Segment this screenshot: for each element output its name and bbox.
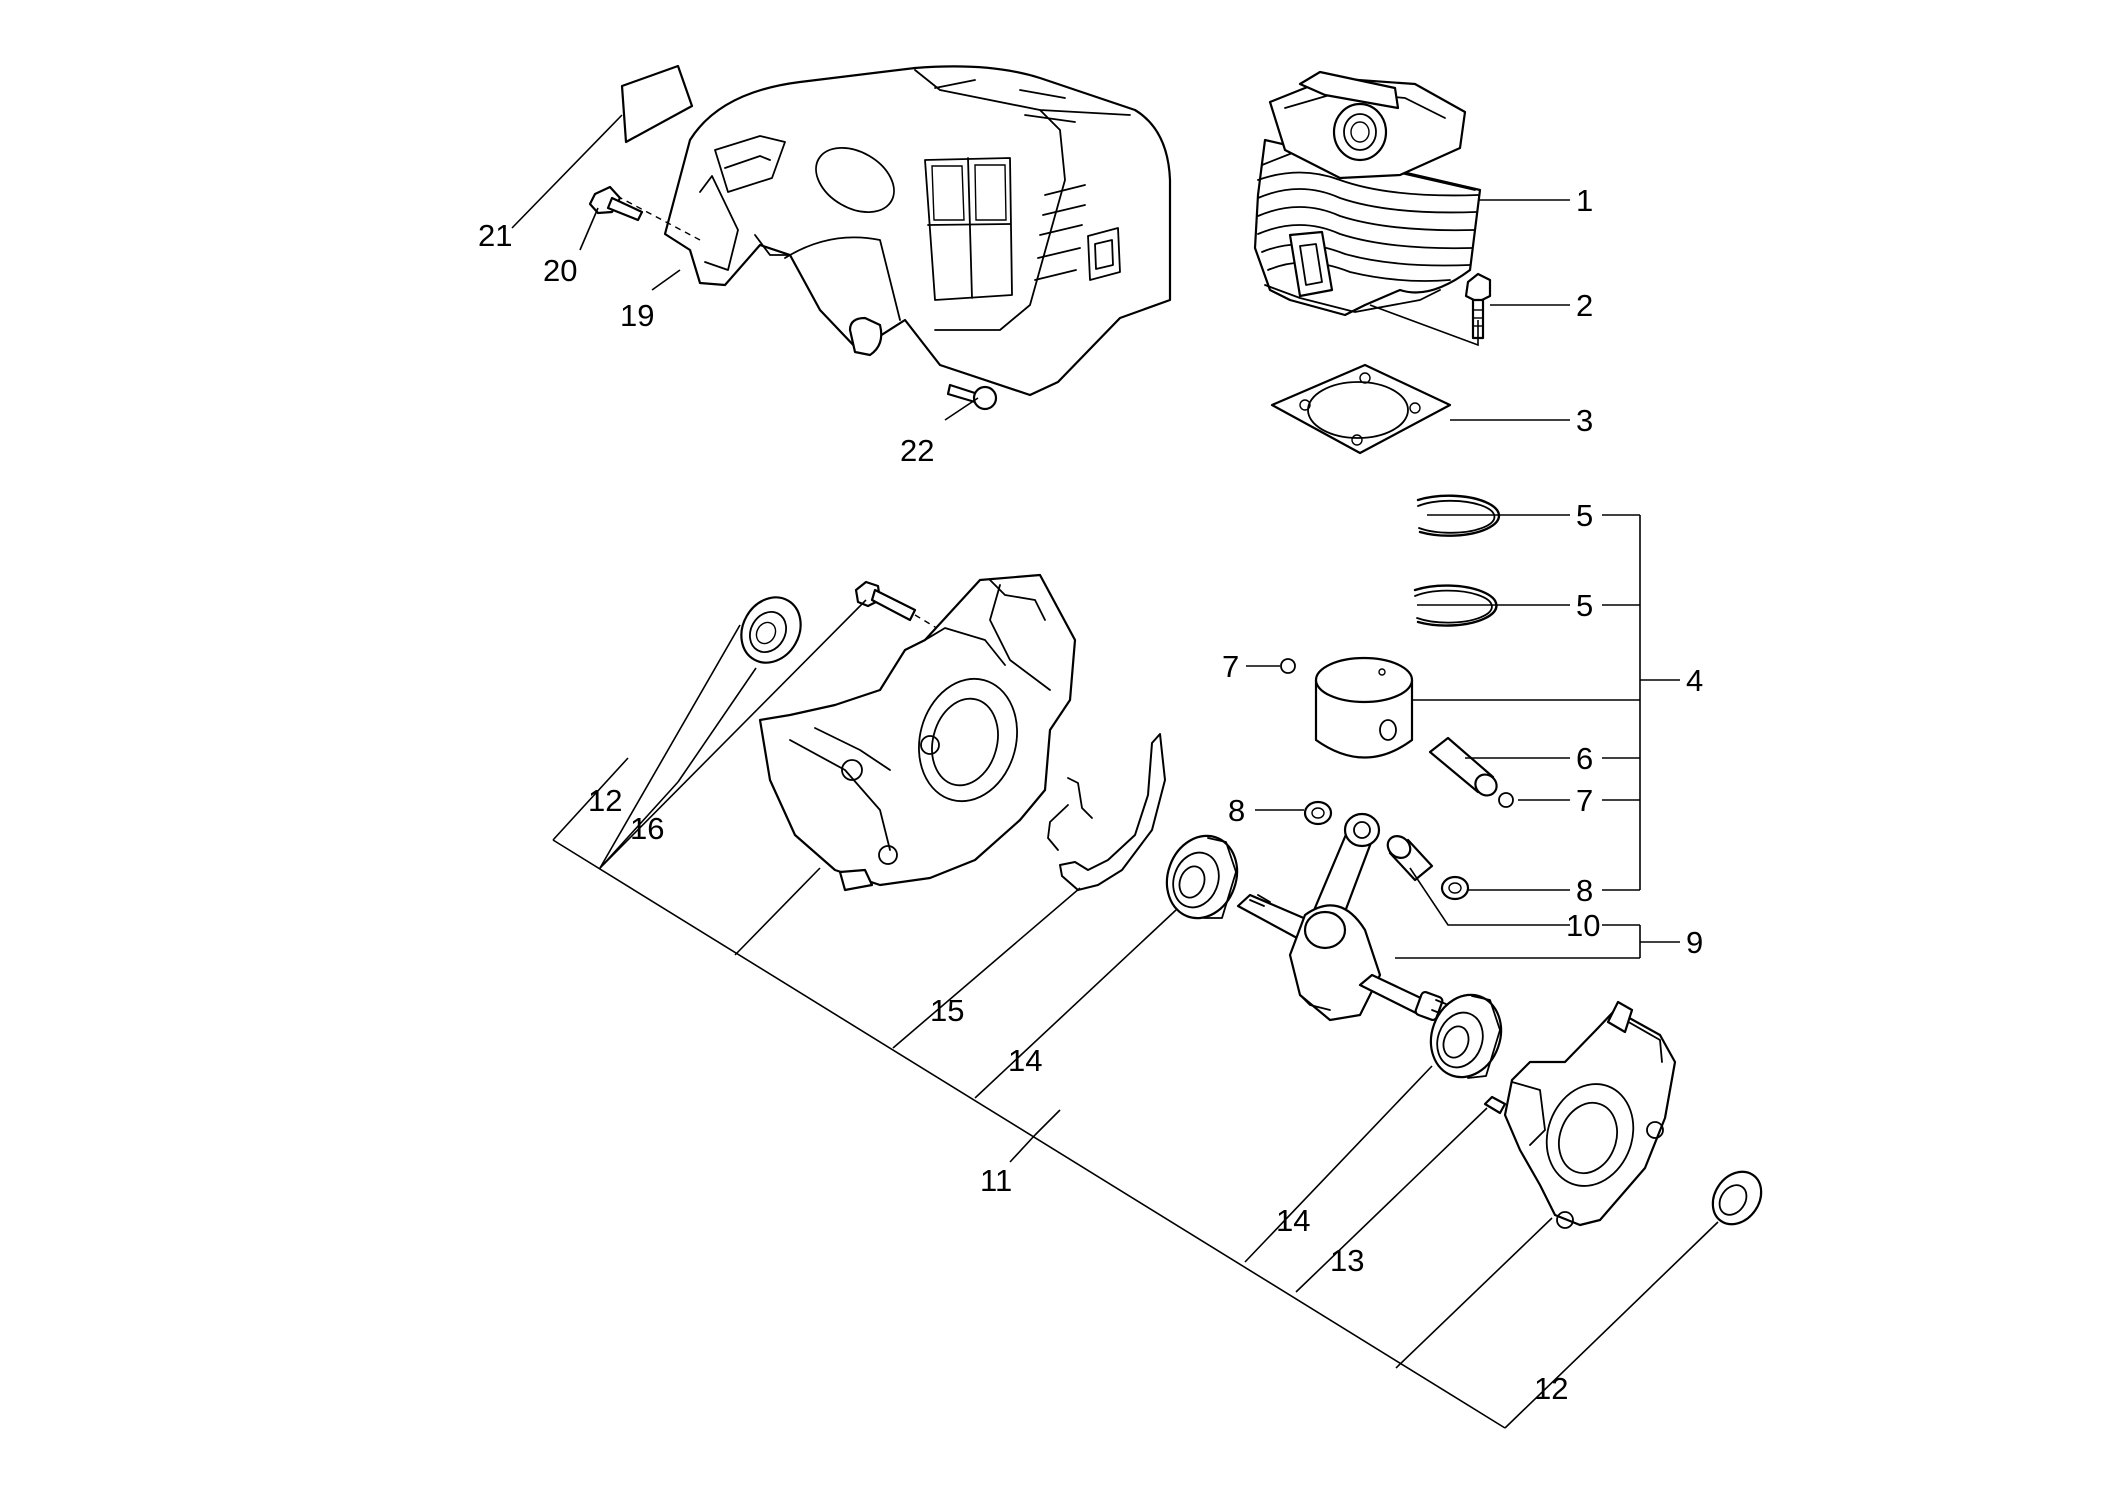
callout-labels: 1 2 3 5 5 4 7 6 7 8 8 10 9 21 20 19 22 1… xyxy=(478,183,1703,1406)
callout-1: 1 xyxy=(1576,183,1593,218)
part-8-washer-right xyxy=(1440,875,1470,901)
callout-11: 11 xyxy=(980,1163,1012,1198)
part-20-bolt xyxy=(588,185,644,222)
part-6-piston-pin xyxy=(1428,736,1498,797)
leader-lines xyxy=(511,114,1719,1429)
callout-7-left: 7 xyxy=(1222,649,1239,684)
callout-19: 19 xyxy=(620,298,654,333)
callout-7-right: 7 xyxy=(1576,783,1593,818)
part-21-label-plate xyxy=(620,64,694,144)
part-4-piston xyxy=(1314,656,1414,759)
part-7-circlip-left xyxy=(1280,658,1296,674)
part-19-engine-cover xyxy=(614,65,1172,397)
part-12-oil-seal-left xyxy=(740,596,802,664)
callout-12-left: 12 xyxy=(588,783,622,818)
callout-21: 21 xyxy=(478,218,512,253)
callout-8-left: 8 xyxy=(1228,793,1245,828)
part-11-crankcase-left xyxy=(758,573,1077,892)
part-7-circlip-right xyxy=(1498,792,1514,808)
part-8-washer-left xyxy=(1303,800,1333,826)
callout-14-left: 14 xyxy=(1008,1043,1042,1078)
callout-5-lower: 5 xyxy=(1576,588,1593,623)
callout-5-upper: 5 xyxy=(1576,498,1593,533)
callout-4: 4 xyxy=(1686,663,1703,698)
part-22-screw xyxy=(946,383,998,411)
callout-12-right: 12 xyxy=(1534,1371,1568,1406)
callout-6: 6 xyxy=(1576,741,1593,776)
part-3-gasket xyxy=(1270,363,1452,455)
callout-2: 2 xyxy=(1576,288,1593,323)
callout-20: 20 xyxy=(543,253,577,288)
part-14-bearing-left xyxy=(1165,834,1239,920)
callout-13: 13 xyxy=(1330,1243,1364,1278)
callout-8-right: 8 xyxy=(1576,873,1593,908)
callout-9: 9 xyxy=(1686,925,1703,960)
part-15-crankcase-gasket xyxy=(1047,733,1166,891)
part-14-bearing-right xyxy=(1429,993,1503,1079)
part-12-oil-seal-right xyxy=(1711,1170,1763,1226)
callout-10: 10 xyxy=(1566,908,1600,943)
callout-3: 3 xyxy=(1576,403,1593,438)
part-10-needle-bearing xyxy=(1386,835,1434,882)
callout-22: 22 xyxy=(900,433,934,468)
callout-16: 16 xyxy=(630,811,664,846)
callout-15: 15 xyxy=(930,993,964,1028)
part-9-crankshaft xyxy=(1236,812,1447,1022)
callout-14-right: 14 xyxy=(1276,1203,1310,1238)
part-1-cylinder xyxy=(1253,70,1482,317)
part-11-crankcase-right xyxy=(1503,1000,1677,1229)
part-13-dowel-pin xyxy=(1483,1095,1507,1115)
